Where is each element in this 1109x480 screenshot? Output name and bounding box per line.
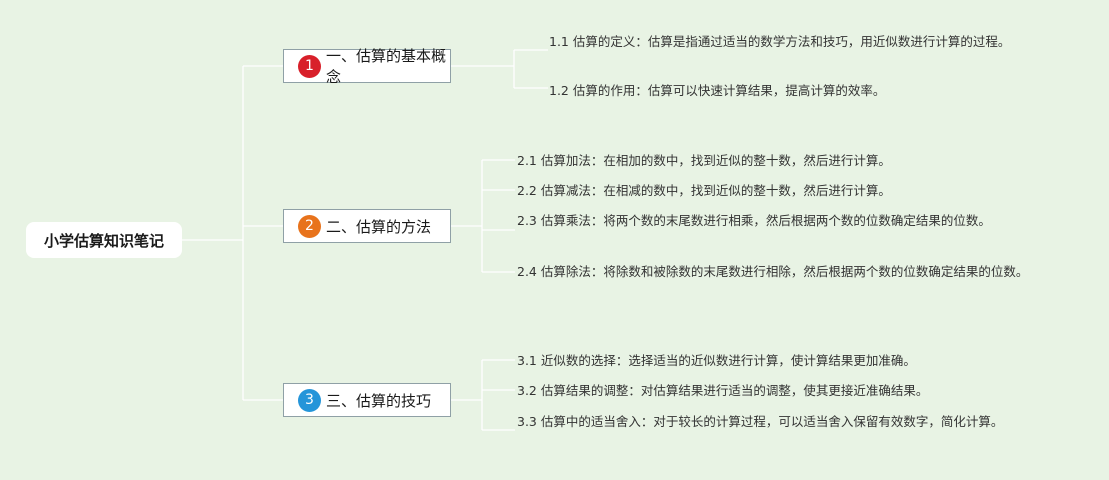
leaf-node-2-2[interactable]: 2.2 估算减法：在相减的数中，找到近似的整十数，然后进行计算。 — [517, 183, 891, 198]
leaf-node-2-1[interactable]: 2.1 估算加法：在相加的数中，找到近似的整十数，然后进行计算。 — [517, 153, 891, 168]
branch-node-3[interactable]: 3 三、估算的技巧 — [283, 383, 451, 417]
branch-label: 三、估算的技巧 — [326, 391, 432, 410]
number-badge-icon: 1 — [298, 54, 321, 78]
leaf-node-1-1[interactable]: 1.1 估算的定义：估算是指通过适当的数学方法和技巧，用近似数进行计算的过程。 — [549, 34, 1011, 49]
number-badge-icon: 3 — [298, 388, 321, 412]
leaf-node-2-4[interactable]: 2.4 估算除法：将除数和被除数的末尾数进行相除，然后根据两个数的位数确定结果的… — [517, 264, 1029, 279]
branch-node-2[interactable]: 2 二、估算的方法 — [283, 209, 451, 243]
leaf-node-3-2[interactable]: 3.2 估算结果的调整：对估算结果进行适当的调整，使其更接近准确结果。 — [517, 383, 929, 398]
root-label: 小学估算知识笔记 — [43, 231, 164, 250]
leaf-node-3-1[interactable]: 3.1 近似数的选择：选择适当的近似数进行计算，使计算结果更加准确。 — [517, 353, 916, 368]
branch-label: 一、估算的基本概念 — [326, 47, 447, 86]
leaf-node-2-3[interactable]: 2.3 估算乘法：将两个数的末尾数进行相乘，然后根据两个数的位数确定结果的位数。 — [517, 213, 991, 228]
branch-label: 二、估算的方法 — [326, 217, 432, 236]
branch-node-1[interactable]: 1 一、估算的基本概念 — [283, 47, 451, 86]
leaf-node-1-2[interactable]: 1.2 估算的作用：估算可以快速计算结果，提高计算的效率。 — [549, 83, 886, 98]
leaf-node-3-3[interactable]: 3.3 估算中的适当舍入：对于较长的计算过程，可以适当舍入保留有效数字，简化计算… — [517, 414, 1004, 429]
root-node[interactable]: 小学估算知识笔记 — [26, 222, 182, 258]
number-badge-icon: 2 — [298, 214, 321, 238]
